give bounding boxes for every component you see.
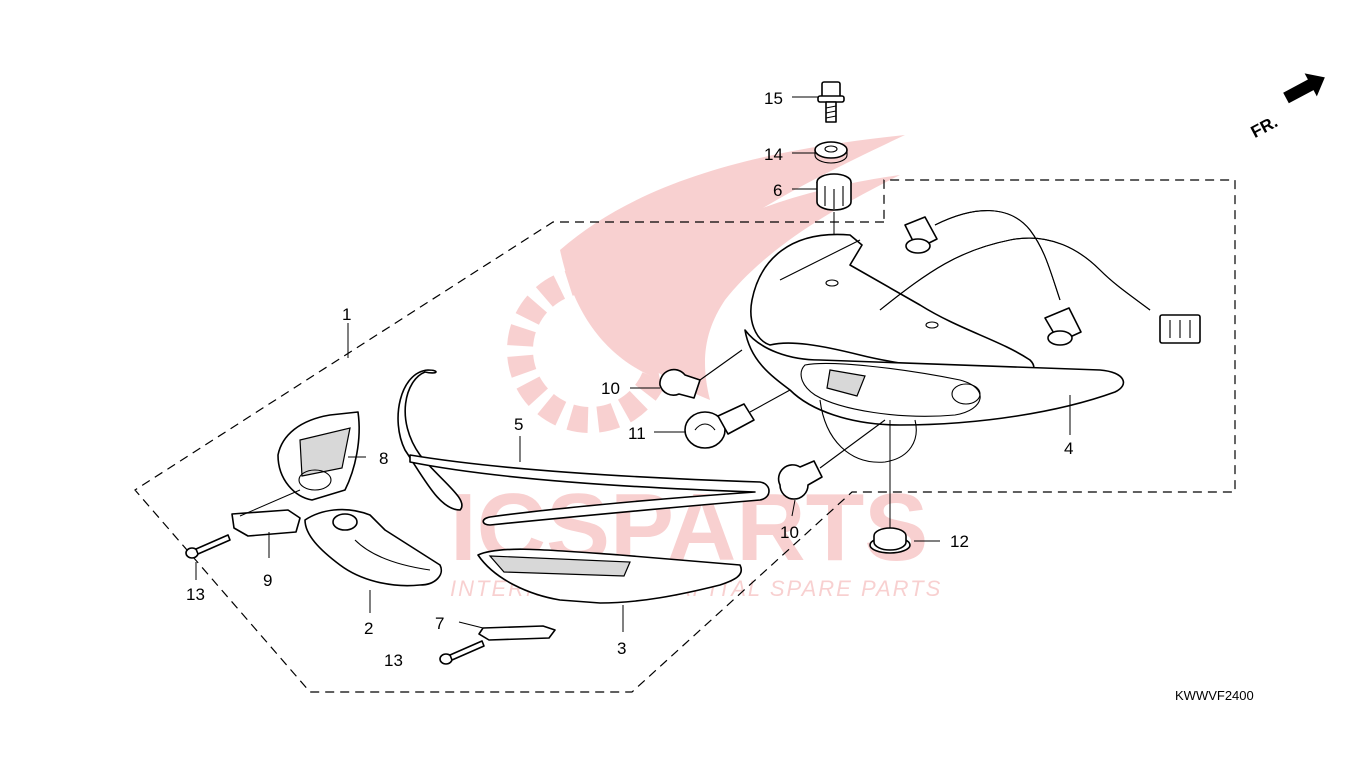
front-direction: FR. bbox=[1248, 73, 1325, 142]
bracket bbox=[231, 509, 301, 537]
callout-6: 6 bbox=[773, 181, 782, 200]
arrow-icon bbox=[1283, 73, 1325, 104]
callout-7: 7 bbox=[435, 614, 444, 633]
callout-5: 5 bbox=[514, 415, 523, 434]
bolt bbox=[817, 81, 845, 123]
wedge-bulb-upper bbox=[659, 349, 743, 399]
wedge-bulb-lower bbox=[777, 419, 886, 500]
side-lens bbox=[477, 548, 742, 604]
tail-light-housing bbox=[744, 233, 1125, 463]
lower-cover bbox=[304, 508, 442, 587]
callout-9: 9 bbox=[263, 571, 272, 590]
small-cover bbox=[478, 625, 556, 641]
callout-14: 14 bbox=[764, 145, 783, 164]
front-label: FR. bbox=[1248, 112, 1281, 142]
callout-2: 2 bbox=[364, 619, 373, 638]
rubber-grommet bbox=[816, 173, 852, 211]
assembly-boundary-left bbox=[134, 179, 1236, 693]
callout-11: 11 bbox=[628, 424, 646, 443]
callout-1: 1 bbox=[342, 305, 351, 324]
rubber-cap bbox=[869, 527, 911, 554]
screw-lower bbox=[439, 640, 485, 665]
callout-10-upper: 10 bbox=[601, 379, 620, 398]
callout-12: 12 bbox=[950, 532, 969, 551]
washer bbox=[814, 141, 848, 164]
stop-tail-bulb bbox=[684, 389, 791, 449]
callout-13-left: 13 bbox=[186, 585, 205, 604]
side-cover bbox=[277, 411, 360, 501]
callout-3: 3 bbox=[617, 639, 626, 658]
screw-left bbox=[185, 534, 231, 559]
callout-8: 8 bbox=[379, 449, 388, 468]
callout-10-lower: 10 bbox=[780, 523, 799, 542]
callout-15: 15 bbox=[764, 89, 783, 108]
diagram-code: KWWVF2400 bbox=[1175, 688, 1254, 703]
callout-13-lower: 13 bbox=[384, 651, 403, 670]
wire-harness bbox=[879, 210, 1201, 346]
seal-strip bbox=[409, 454, 770, 526]
seal-gasket bbox=[397, 369, 463, 511]
callout-4: 4 bbox=[1064, 439, 1073, 458]
